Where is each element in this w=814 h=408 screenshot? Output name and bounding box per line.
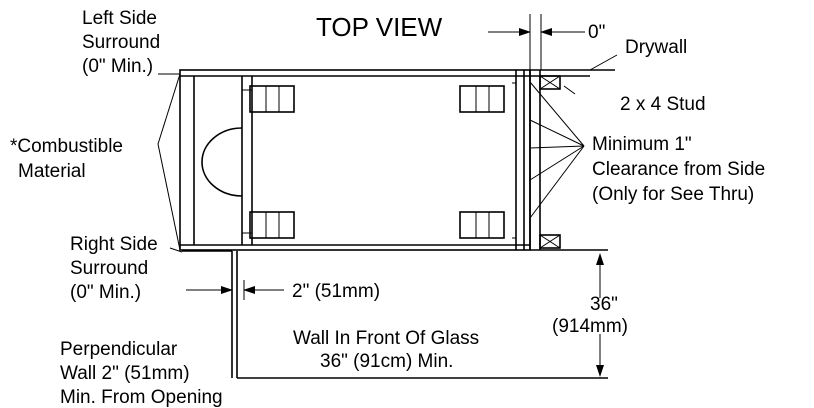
offset-dimension — [186, 280, 284, 300]
depth-label-1: 36" — [590, 294, 618, 315]
combustible-label-1: *Combustible — [10, 136, 123, 157]
fireplace-outline — [179, 69, 531, 251]
front-wall-label-1: Wall In Front Of Glass — [293, 328, 479, 349]
side-clearance-label-3: (Only for See Thru) — [592, 184, 754, 205]
left-surround-label-1: Left Side — [82, 8, 157, 29]
zero-clearance-label: 0" — [588, 22, 605, 43]
side-clearance-label-2: Clearance from Side — [592, 159, 765, 180]
zero-clearance-dimension — [488, 14, 585, 70]
side-clearance-label-1: Minimum 1" — [592, 134, 692, 155]
offset-label: 2" (51mm) — [292, 281, 380, 302]
stud-bottom — [539, 234, 561, 249]
depth-label-2: (914mm) — [552, 316, 628, 337]
stud-label: 2 x 4 Stud — [620, 94, 706, 115]
left-surround-label-2: Surround — [82, 32, 160, 53]
stud-top — [539, 75, 561, 90]
perpendicular-label-2: Wall 2" (51mm) — [60, 363, 190, 384]
perpendicular-label-3: Min. From Opening — [60, 387, 223, 408]
flue-outline — [201, 127, 243, 197]
standoff-blocks — [249, 85, 505, 239]
right-surround-label-3: (0" Min.) — [70, 282, 141, 303]
combustible-label-2: Material — [18, 161, 86, 182]
front-wall-label-2: 36" (91cm) Min. — [320, 351, 453, 372]
drywall-label: Drywall — [625, 37, 687, 58]
perpendicular-wall — [182, 250, 608, 379]
right-surround-label-1: Right Side — [70, 234, 158, 255]
leader-lines — [157, 54, 618, 253]
perpendicular-label-1: Perpendicular — [60, 339, 178, 360]
right-surround-label-2: Surround — [70, 258, 148, 279]
left-surround-label-3: (0" Min.) — [82, 56, 153, 77]
diagram-title: TOP VIEW — [316, 12, 443, 42]
